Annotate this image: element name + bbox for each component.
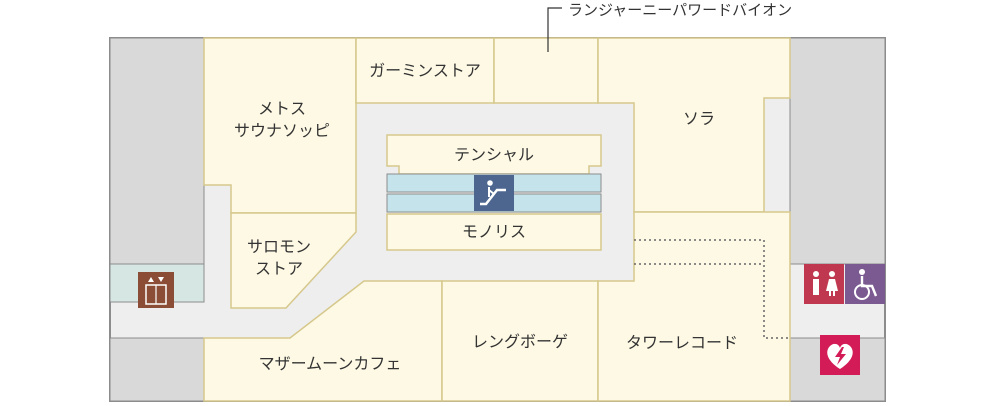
left-wall-bottom <box>109 337 205 402</box>
dotted-boundary <box>634 239 790 339</box>
escalator-icon <box>474 175 514 211</box>
store-monoris-area <box>386 213 602 251</box>
right-wall-top <box>789 37 886 265</box>
aed-icon <box>820 335 860 375</box>
store-tenshal[interactable]: テンシャル <box>453 145 534 164</box>
callout-ranjourney[interactable]: ランジャーニーパワードバイオン <box>568 1 793 19</box>
left-wall-top <box>109 37 205 265</box>
elevator-icon <box>138 272 174 308</box>
store-ranjourney-area <box>493 37 599 104</box>
store-salomon[interactable]: サロモン ストア <box>246 237 311 278</box>
wheelchair-icon <box>845 264 885 304</box>
store-tower[interactable]: タワーレコード <box>625 333 738 352</box>
store-garmin[interactable]: ガーミンストア <box>369 61 481 80</box>
store-sora[interactable]: ソラ <box>682 109 715 128</box>
store-tower-area <box>597 211 791 402</box>
restroom-icon <box>804 264 844 304</box>
store-leng[interactable]: レングボーゲ <box>471 332 568 351</box>
store-monoris[interactable]: モノリス <box>461 222 526 241</box>
store-mother-moon[interactable]: マザームーンカフェ <box>258 354 402 373</box>
store-salomon-area <box>230 212 357 309</box>
callout-leader <box>547 7 562 52</box>
store-metos[interactable]: メトス サウナソッピ <box>233 99 330 140</box>
